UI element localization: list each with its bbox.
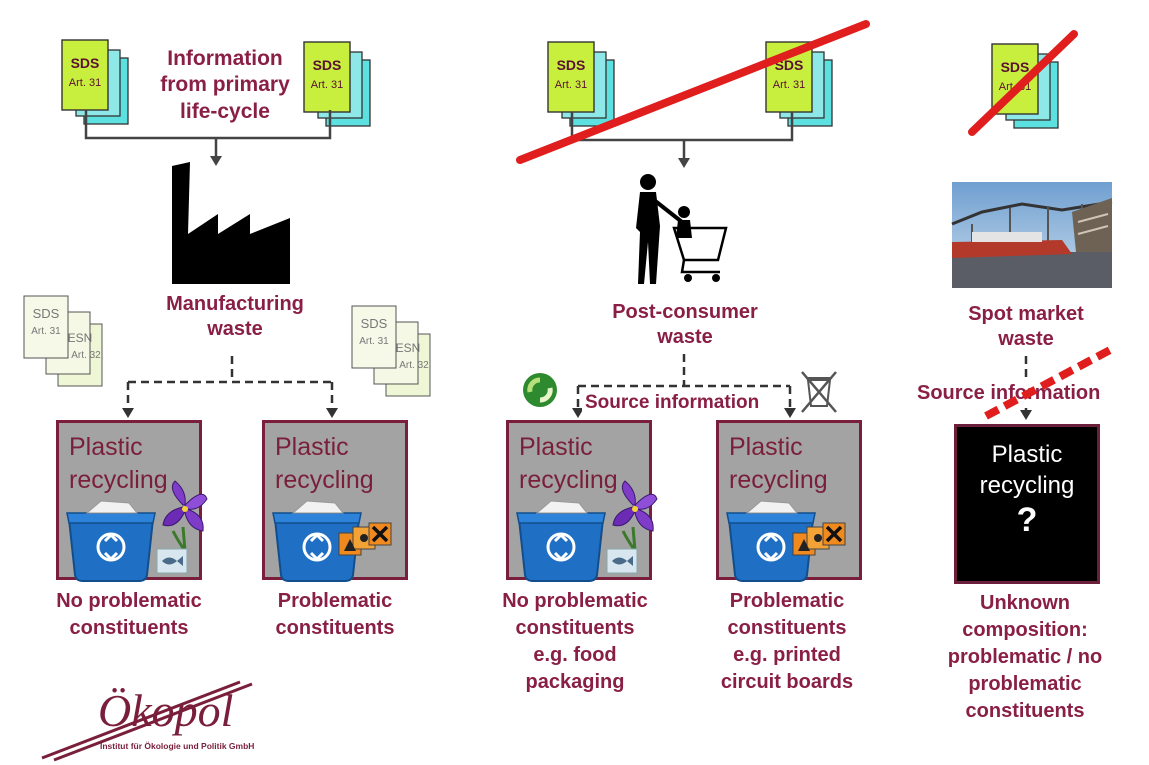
caption-line: No problematic — [502, 590, 648, 612]
manufacturing-waste-label: Manufacturing waste — [130, 292, 340, 342]
box-label-line: recycling — [979, 472, 1075, 500]
svg-text:SDS: SDS — [313, 57, 342, 73]
caption-line: circuit boards — [720, 671, 854, 693]
svg-text:SDS: SDS — [1001, 59, 1030, 75]
label-line: Manufacturing — [166, 293, 304, 315]
label-line: Spot market — [968, 303, 1084, 325]
box-label-line: recycling — [729, 465, 828, 494]
plastic-recycling-box-unknown: Plastic recycling ? — [954, 424, 1100, 584]
svg-text:SDS: SDS — [33, 306, 60, 321]
question-mark: ? — [1016, 501, 1038, 539]
sds-esn-doc-stack-icon: SDS Art. 31 ESN Art. 32 — [351, 305, 431, 397]
title-line: from primary — [160, 73, 290, 97]
title-line: Information — [167, 47, 283, 70]
shopper-with-cart-icon — [636, 174, 728, 284]
box-label-line: Plastic — [275, 433, 349, 461]
label-line: Post-consumer — [612, 301, 758, 323]
box-label-line: recycling — [275, 465, 374, 494]
okopol-logo: Ökopol Institut für Ökologie und Politik… — [41, 680, 254, 762]
svg-text:Art. 32: Art. 32 — [399, 360, 429, 371]
caption-line: Unknown — [980, 592, 1070, 614]
box-label-line: Plastic — [69, 433, 143, 461]
spot-market-waste-label: Spot market waste — [928, 302, 1124, 352]
sds-doc-stack-icon: SDS Art. 31 — [547, 41, 615, 127]
svg-text:Art. 31: Art. 31 — [773, 79, 805, 91]
caption-line: problematic / no — [947, 646, 1103, 668]
caption-problematic: Problematic constituents — [232, 588, 438, 642]
post-consumer-waste-label: Post-consumer waste — [580, 300, 790, 350]
caption-line: composition: — [962, 619, 1088, 641]
factory-icon — [172, 162, 290, 284]
ship-photo — [951, 182, 1113, 288]
svg-text:SDS: SDS — [557, 57, 586, 73]
svg-text:ESN: ESN — [68, 331, 93, 345]
svg-text:Institut für Ökologie und Poli: Institut für Ökologie und Politik GmbH — [100, 741, 254, 751]
label-line: waste — [998, 328, 1054, 350]
box-label: Plastic recycling — [729, 431, 828, 496]
svg-text:SDS: SDS — [71, 55, 100, 71]
svg-text:Art. 31: Art. 31 — [69, 77, 101, 89]
caption-line: No problematic — [56, 590, 202, 612]
caption-line: Problematic — [277, 590, 393, 612]
title-line: life-cycle — [180, 99, 270, 123]
svg-text:Ökopol: Ökopol — [98, 685, 233, 736]
plastic-recycling-box-clean: Plastic recycling — [506, 420, 659, 583]
label-line: waste — [207, 318, 263, 340]
caption-line: constituents — [727, 617, 847, 639]
caption-unknown-composition: Unknown composition: problematic / no pr… — [912, 590, 1138, 725]
box-label: Plastic recycling — [275, 431, 374, 496]
box-label: Plastic recycling — [69, 431, 168, 496]
caption-line: constituents — [515, 617, 635, 639]
caption-no-problematic: No problematic constituents — [22, 588, 236, 642]
caption-problematic-circuit: Problematic constituents e.g. printed ci… — [684, 588, 890, 696]
svg-text:Art. 32: Art. 32 — [71, 350, 101, 361]
plastic-recycling-box-hazard: Plastic recycling — [716, 420, 862, 583]
sds-doc-stack-icon: SDS Art. 31 — [303, 41, 371, 127]
caption-line: problematic — [968, 673, 1082, 695]
source-information-label: Source information — [582, 392, 763, 414]
box-label-line: recycling — [519, 465, 618, 494]
svg-text:Art. 31: Art. 31 — [31, 326, 61, 337]
source-information-label: Source information — [914, 382, 1104, 405]
plastic-recycling-box-hazard: Plastic recycling — [262, 420, 408, 583]
caption-line: constituents — [275, 617, 395, 639]
label-line: waste — [657, 326, 713, 348]
svg-text:Art. 31: Art. 31 — [311, 79, 343, 91]
svg-text:Art. 31: Art. 31 — [555, 79, 587, 91]
box-label-line: recycling — [69, 465, 168, 494]
caption-line: constituents — [965, 700, 1085, 722]
caption-line: e.g. food — [533, 644, 617, 666]
caption-line: constituents — [69, 617, 189, 639]
box-label: Plastic recycling — [957, 439, 1097, 501]
caption-line: packaging — [525, 671, 625, 693]
crossed-bin-icon — [801, 371, 837, 413]
box-label-line: Plastic — [991, 441, 1063, 468]
box-label-line: Plastic — [729, 433, 803, 461]
primary-info-title: Information from primary life-cycle — [140, 46, 310, 125]
caption-line: Problematic — [729, 590, 845, 612]
svg-text:Art. 31: Art. 31 — [359, 336, 389, 347]
caption-no-problematic-food: No problematic constituents e.g. food pa… — [468, 588, 682, 696]
sds-esn-doc-stack-icon: SDS Art. 31 ESN Art. 32 — [23, 295, 103, 387]
svg-text:SDS: SDS — [361, 316, 388, 331]
sds-doc-stack-icon: SDS Art. 31 — [61, 39, 129, 125]
plastic-recycling-box-clean: Plastic recycling — [56, 420, 209, 583]
svg-text:ESN: ESN — [396, 341, 421, 355]
caption-line: e.g. printed — [733, 644, 841, 666]
green-dot-icon — [523, 373, 557, 407]
box-label: Plastic recycling — [519, 431, 618, 496]
box-label-line: Plastic — [519, 433, 593, 461]
